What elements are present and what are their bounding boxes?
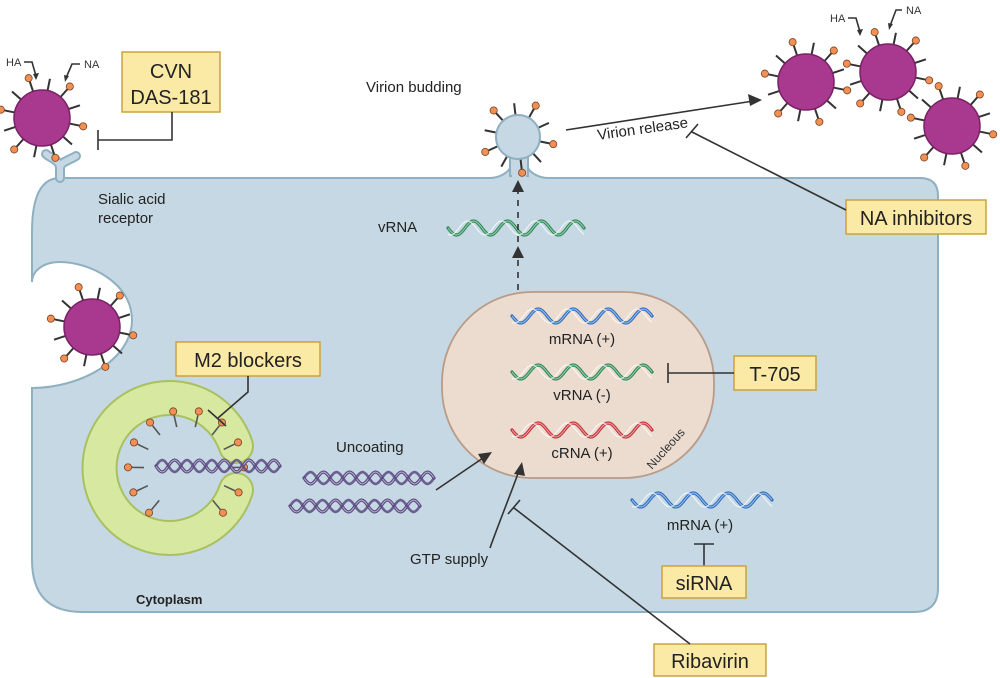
vrna-nuclear-strand <box>510 363 654 381</box>
uncoating-label: Uncoating <box>336 439 404 456</box>
t705-inhibition-line <box>667 363 734 383</box>
svg-text:M2 blockers: M2 blockers <box>194 350 302 372</box>
t705-box: T-705 <box>733 355 817 391</box>
virion-released-1 <box>760 38 852 126</box>
uncoating-rna-1 <box>302 470 436 486</box>
cvn-das181-box: CVN DAS-181 <box>121 51 221 113</box>
virion-release-arrow <box>565 99 761 131</box>
mrna-nuclear-strand <box>510 307 654 325</box>
gtp-arrowhead <box>514 462 525 476</box>
vrna-export-strand <box>446 219 586 237</box>
export-arrowhead-lower <box>512 246 524 258</box>
svg-text:T-705: T-705 <box>749 364 800 386</box>
ribavirin-box: Ribavirin <box>653 643 767 677</box>
ribavirin-inhibition-line <box>507 499 691 645</box>
receptor-label: receptor <box>98 210 153 227</box>
svg-text:Ribavirin: Ribavirin <box>671 651 749 673</box>
mrna-cytoplasm-label: mRNA (+) <box>667 517 733 534</box>
na-pointer-right <box>889 9 902 27</box>
ha-arrowhead-left <box>33 73 39 80</box>
uncoating-rna-2 <box>288 498 422 514</box>
ha-pointer-right <box>848 17 861 33</box>
virion-attached <box>0 74 88 162</box>
crna-nuclear-strand <box>510 421 654 439</box>
mrna-cytoplasm-strand <box>630 491 774 509</box>
na-inhibitors-box: NA inhibitors <box>845 199 987 235</box>
ha-pointer-left <box>24 61 37 77</box>
endosome-rna <box>154 458 282 474</box>
na-arrowhead-left <box>64 75 69 82</box>
na-pointer-left <box>65 63 80 79</box>
ha-label-right: HA <box>830 13 846 25</box>
crna-nuclear-label: cRNA (+) <box>551 445 612 462</box>
ha-label-left: HA <box>6 57 22 69</box>
ha-arrowhead-right <box>857 29 863 36</box>
vrna-nuclear-label: vRNA (-) <box>553 387 611 404</box>
virion-released-3 <box>906 82 998 170</box>
uncoating-arrow <box>435 455 487 491</box>
na-inhibitors-line <box>685 123 847 211</box>
uncoating-arrowhead <box>478 452 492 464</box>
sirna-box: siRNA <box>661 565 747 599</box>
cvn-inhibition-line <box>97 112 173 150</box>
virion-release-arrowhead <box>748 94 762 106</box>
na-label-left: NA <box>84 59 100 71</box>
virion-endocytosed <box>46 283 138 371</box>
virion-released-2 <box>842 28 934 116</box>
sialic-acid-label: Sialic acid <box>98 191 166 208</box>
das181-label: DAS-181 <box>130 87 211 109</box>
svg-text:siRNA: siRNA <box>676 573 733 595</box>
m2-inhibition-line <box>207 376 249 427</box>
sirna-inhibition-line <box>694 543 714 568</box>
gtp-arrow <box>489 467 521 549</box>
cytoplasm-label: Cytoplasm <box>136 592 202 607</box>
na-label-right: NA <box>906 5 922 17</box>
virion-budding-label: Virion budding <box>366 79 462 96</box>
nucleus <box>441 291 715 479</box>
vrna-top-label: vRNA <box>378 219 417 236</box>
sialic-acid-receptor <box>41 149 81 183</box>
na-arrowhead-right <box>888 23 893 30</box>
gtp-supply-label: GTP supply <box>410 551 489 568</box>
cvn-label: CVN <box>150 61 192 83</box>
budding-virion <box>481 101 558 177</box>
export-arrowhead-upper <box>512 180 524 192</box>
mrna-nuclear-label: mRNA (+) <box>549 331 615 348</box>
m2-blockers-box: M2 blockers <box>175 341 321 377</box>
svg-text:NA inhibitors: NA inhibitors <box>860 208 972 230</box>
